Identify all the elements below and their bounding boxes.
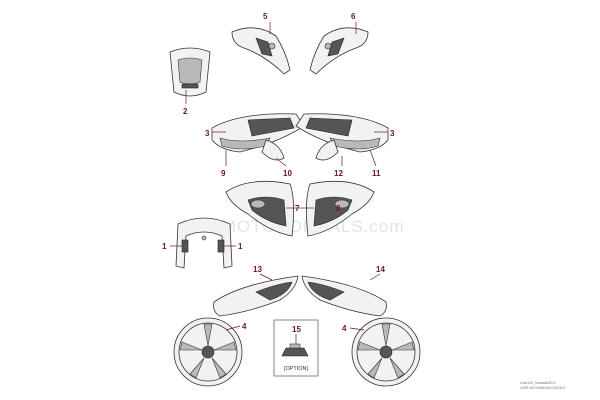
- callout-4-left: 4: [242, 322, 247, 331]
- part-windscreen[interactable]: [169, 47, 211, 104]
- part-side-fairing-upper-right[interactable]: [295, 113, 389, 167]
- callout-1-left: 1: [162, 242, 167, 251]
- callout-3-right: 3: [390, 129, 395, 138]
- part-tail-cowl-left[interactable]: [213, 273, 299, 317]
- corner-note-line2: ZX6R 636 KAWASAKI DECALS: [520, 386, 565, 390]
- callout-8: 8: [336, 204, 341, 213]
- callout-5: 5: [263, 12, 268, 21]
- callout-9: 9: [221, 169, 226, 178]
- callout-13: 13: [253, 265, 262, 274]
- callout-4-right: 4: [342, 324, 347, 333]
- part-front-fender[interactable]: [170, 217, 236, 269]
- part-wheel-right[interactable]: [349, 317, 421, 387]
- callout-3-left: 3: [205, 129, 210, 138]
- part-wheel-left[interactable]: [173, 317, 243, 387]
- callout-14: 14: [376, 265, 385, 274]
- callout-10: 10: [283, 169, 292, 178]
- part-tail-cowl-right[interactable]: [301, 273, 387, 317]
- part-side-fairing-lower-right[interactable]: [300, 180, 375, 237]
- option-label: [OPTION]: [284, 366, 309, 372]
- part-side-fairing-lower-left[interactable]: [225, 180, 300, 237]
- part-side-fairing-upper-left[interactable]: [211, 113, 305, 167]
- callout-7: 7: [295, 204, 300, 213]
- callout-6: 6: [351, 12, 356, 21]
- callout-12: 12: [334, 169, 343, 178]
- callout-2: 2: [183, 107, 188, 116]
- callouts: 5 6 2 3 3 9 10 12 11 7 8 1 1 13 14 4 4 1…: [162, 12, 395, 334]
- corner-note: Vstar12D_Kawasaki2013 ZX6R 636 KAWASAKI …: [520, 381, 565, 390]
- callout-11: 11: [372, 169, 381, 178]
- callout-1-right: 1: [238, 242, 243, 251]
- corner-note-line1: Vstar12D_Kawasaki2013: [520, 381, 556, 385]
- callout-15: 15: [292, 325, 301, 334]
- part-option-box[interactable]: [OPTION]: [273, 319, 319, 377]
- part-upper-cowl-right[interactable]: [309, 22, 369, 75]
- part-upper-cowl-left[interactable]: [231, 22, 291, 75]
